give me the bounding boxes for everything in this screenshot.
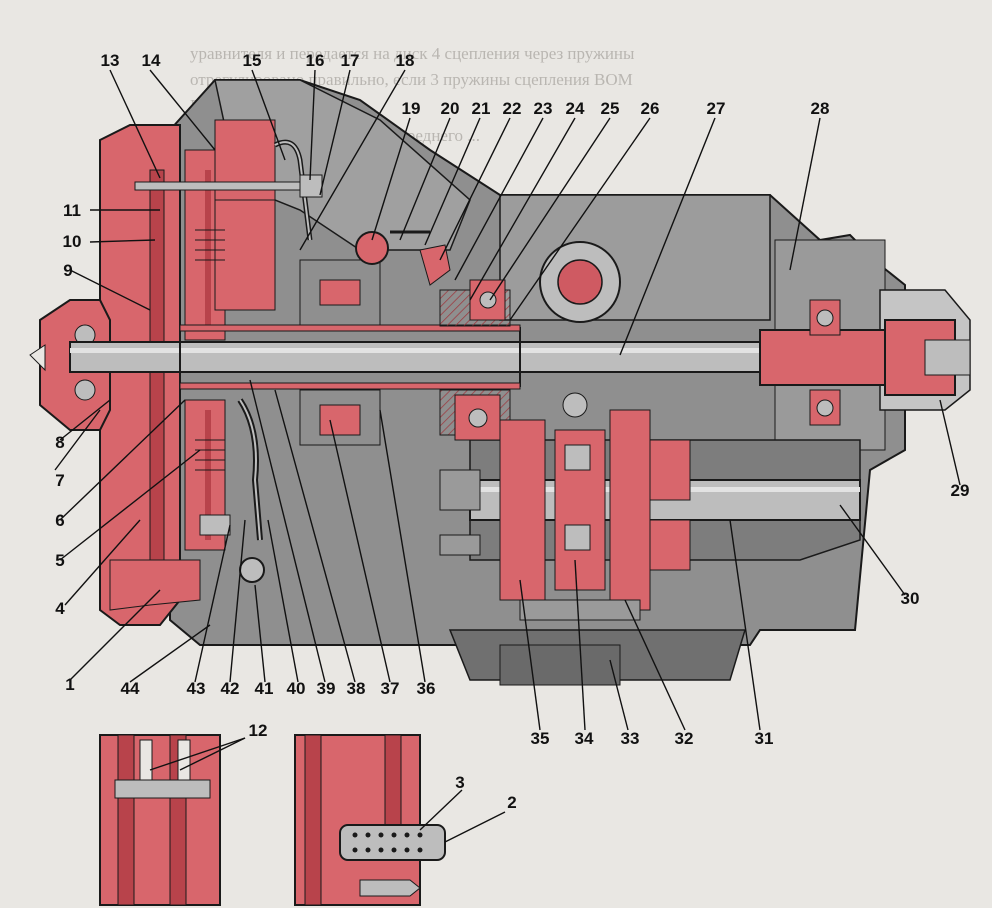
callout-38: 38 xyxy=(346,679,366,698)
callout-8: 8 xyxy=(55,433,65,452)
callout-19: 19 xyxy=(401,99,421,118)
pivot-41 xyxy=(239,557,265,583)
callout-10: 10 xyxy=(62,232,82,251)
spring-2 xyxy=(339,824,446,861)
callout-7: 7 xyxy=(55,471,65,490)
callout-1: 1 xyxy=(65,675,75,694)
detail-inset-right xyxy=(294,734,446,906)
lower-pto-gears xyxy=(439,392,861,621)
callout-34: 34 xyxy=(574,729,594,748)
callout-43: 43 xyxy=(186,679,206,698)
callout-5: 5 xyxy=(55,551,65,570)
leader-lines xyxy=(54,69,961,843)
callout-33: 33 xyxy=(620,729,640,748)
gear-32 xyxy=(609,409,651,611)
callout-27: 27 xyxy=(706,99,726,118)
callout-30: 30 xyxy=(900,589,920,608)
callout-4: 4 xyxy=(55,599,65,618)
rod-13 xyxy=(134,181,306,191)
callout-12: 12 xyxy=(248,721,268,740)
callout-40: 40 xyxy=(286,679,306,698)
callout-36: 36 xyxy=(416,679,436,698)
gear-train xyxy=(299,259,841,446)
callout-21: 21 xyxy=(471,99,491,118)
levers xyxy=(134,139,451,583)
callout-29: 29 xyxy=(950,481,970,500)
callout-3: 3 xyxy=(455,773,465,792)
callout-31: 31 xyxy=(754,729,774,748)
callout-20: 20 xyxy=(440,99,460,118)
output-shaft-sleeve xyxy=(759,329,891,386)
callout-28: 28 xyxy=(810,99,830,118)
callout-6: 6 xyxy=(55,511,65,530)
callout-14: 14 xyxy=(141,51,161,70)
callout-2: 2 xyxy=(507,793,517,812)
callout-16: 16 xyxy=(305,51,325,70)
callout-22: 22 xyxy=(502,99,522,118)
callout-9: 9 xyxy=(63,261,73,280)
callout-25: 25 xyxy=(600,99,620,118)
callout-35: 35 xyxy=(530,729,550,748)
callout-44: 44 xyxy=(120,679,140,698)
clutch-cover xyxy=(214,199,276,311)
callout-42: 42 xyxy=(220,679,240,698)
upper-housing-cover xyxy=(499,194,771,321)
detail-inset-left xyxy=(99,734,221,906)
callout-41: 41 xyxy=(254,679,274,698)
callout-26: 26 xyxy=(640,99,660,118)
callout-15: 15 xyxy=(242,51,262,70)
callout-18: 18 xyxy=(395,51,415,70)
callout-24: 24 xyxy=(565,99,585,118)
callout-11: 11 xyxy=(63,201,81,220)
bottom-boss xyxy=(499,644,621,686)
pivot-19 xyxy=(355,231,389,265)
callout-17: 17 xyxy=(340,51,360,70)
callout-13: 13 xyxy=(100,51,120,70)
callout-32: 32 xyxy=(674,729,694,748)
callout-39: 39 xyxy=(316,679,336,698)
gear-35 xyxy=(499,419,546,601)
callout-37: 37 xyxy=(380,679,400,698)
clutch-assembly xyxy=(79,119,276,626)
callout-23: 23 xyxy=(533,99,553,118)
main-shaft-group xyxy=(69,319,971,396)
